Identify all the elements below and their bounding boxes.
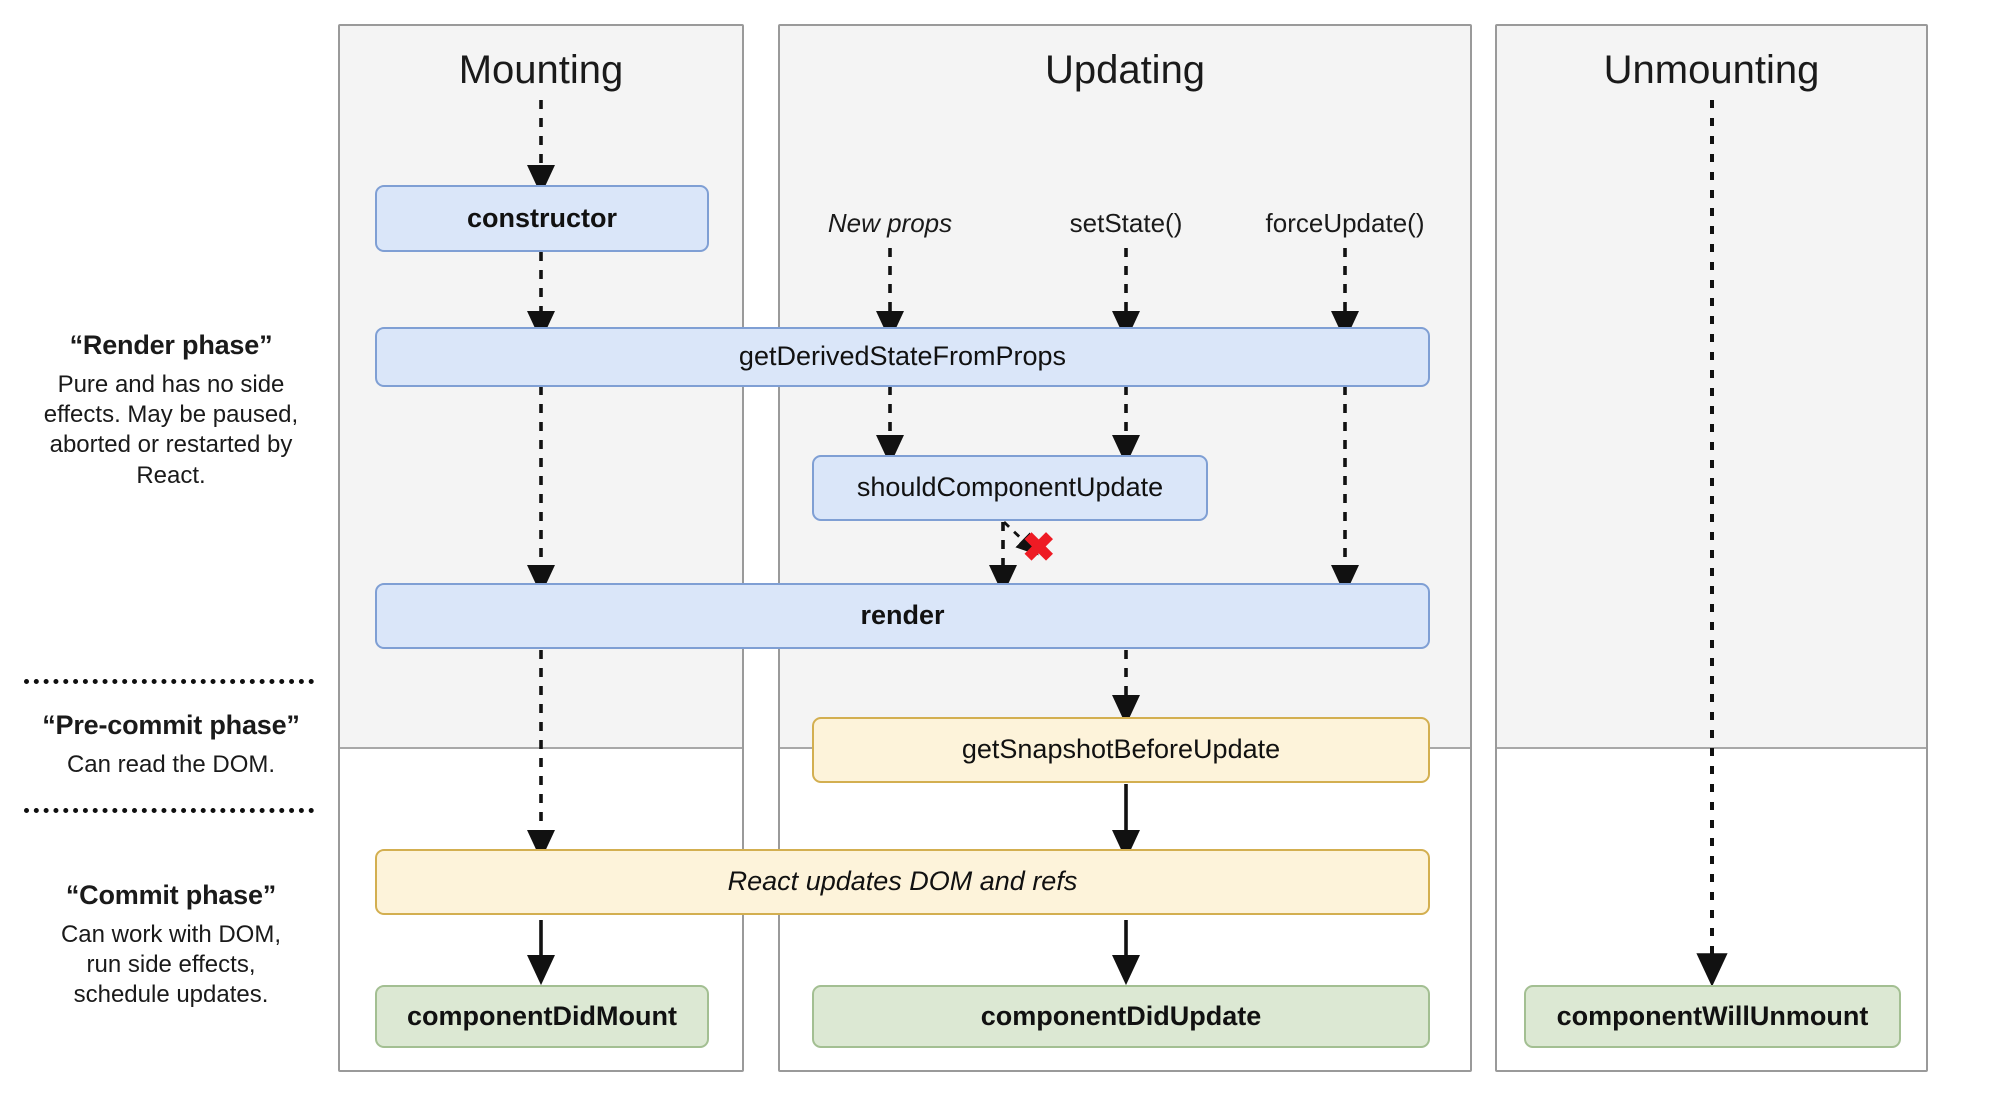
column-panel-unmounting — [1495, 24, 1928, 1072]
column-divider-mounting — [340, 747, 742, 749]
lifecycle-box-component-will-unmount[interactable]: componentWillUnmount — [1524, 985, 1901, 1048]
lifecycle-box-react-updates-dom-and-refs[interactable]: React updates DOM and refs — [375, 849, 1430, 915]
phase-render: “Render phase” Pure and has no side effe… — [16, 330, 326, 491]
lifecycle-box-get-snapshot-before-update[interactable]: getSnapshotBeforeUpdate — [812, 717, 1430, 783]
lifecycle-box-constructor[interactable]: constructor — [375, 185, 709, 252]
lifecycle-box-component-did-mount[interactable]: componentDidMount — [375, 985, 709, 1048]
column-title-updating: Updating — [1044, 48, 1206, 92]
phase-commit-title: “Commit phase” — [65, 880, 277, 910]
column-title-unmounting: Unmounting — [1603, 48, 1820, 92]
lifecycle-box-should-component-update[interactable]: shouldComponentUpdate — [812, 455, 1208, 521]
trigger-label-set-state: setState() — [1069, 208, 1183, 238]
column-title-mounting: Mounting — [458, 48, 624, 92]
lifecycle-box-component-did-update[interactable]: componentDidUpdate — [812, 985, 1430, 1048]
phase-pre-commit-description: Can read the DOM. — [66, 751, 276, 778]
phase-commit-description: Can work with DOM, run side effects, sch… — [60, 921, 282, 1009]
phase-render-title: “Render phase” — [69, 330, 273, 360]
phase-commit: “Commit phase” Can work with DOM, run si… — [16, 880, 326, 1011]
phase-divider-bottom — [24, 808, 314, 813]
trigger-label-new-props: New props — [827, 208, 953, 238]
phase-pre-commit: “Pre-commit phase” Can read the DOM. — [16, 710, 326, 780]
phase-render-description: Pure and has no side effects. May be pau… — [43, 371, 299, 489]
trigger-label-force-update: forceUpdate() — [1265, 208, 1425, 238]
phase-pre-commit-title: “Pre-commit phase” — [42, 710, 300, 740]
column-divider-unmounting — [1497, 747, 1926, 749]
cancel-icon: ✖ — [1022, 526, 1056, 570]
lifecycle-box-get-derived-state-from-props[interactable]: getDerivedStateFromProps — [375, 327, 1430, 387]
lifecycle-box-render[interactable]: render — [375, 583, 1430, 649]
phase-divider-top — [24, 679, 314, 684]
